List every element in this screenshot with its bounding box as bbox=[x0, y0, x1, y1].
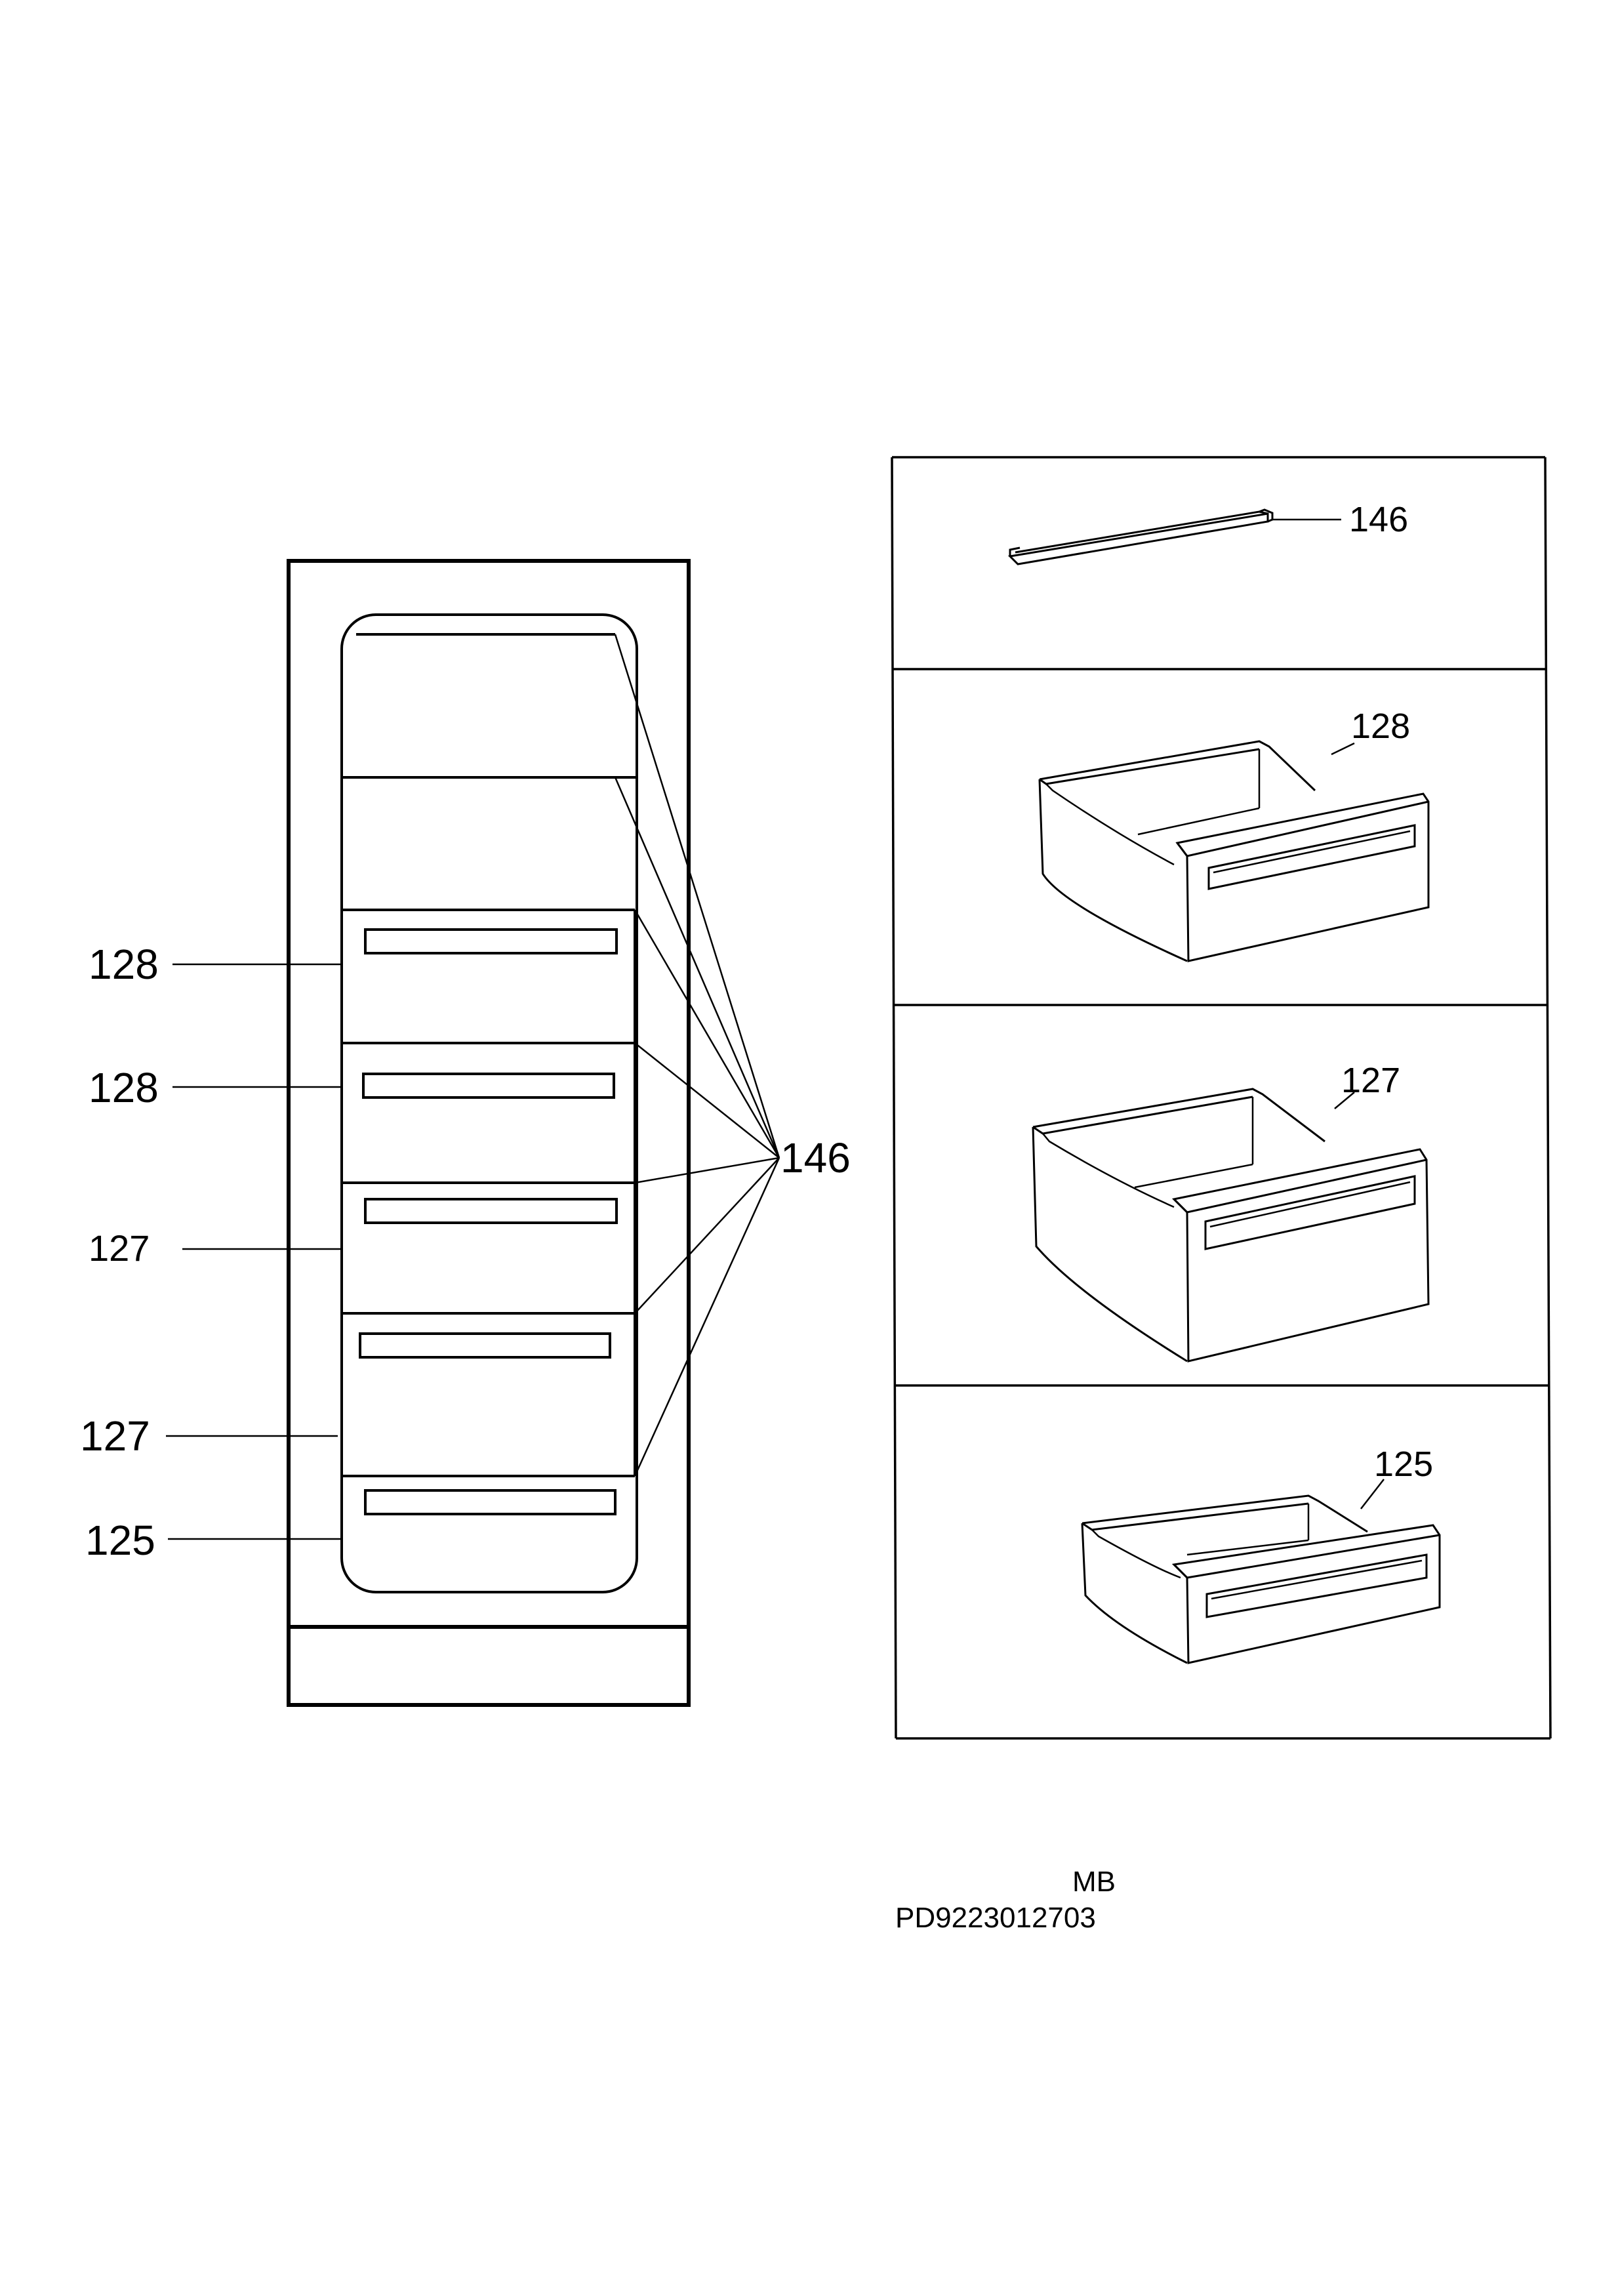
panel-label-128: 128 bbox=[1351, 707, 1410, 746]
panel-frame bbox=[891, 457, 897, 1739]
drawer-handle bbox=[362, 1073, 615, 1099]
drawer-handle bbox=[359, 1332, 611, 1359]
callout-146: 146 bbox=[780, 1134, 851, 1181]
inner-liner bbox=[340, 613, 638, 1593]
callout-127-upper: 127 bbox=[89, 1227, 150, 1269]
drawer-handle bbox=[364, 1198, 618, 1224]
panel-label-146: 146 bbox=[1349, 500, 1408, 539]
flap-part-146: 146 bbox=[1007, 500, 1408, 565]
panel-label-127: 127 bbox=[1341, 1061, 1400, 1100]
document-number: PD9223012703 bbox=[895, 1902, 1096, 1934]
callout-128-upper: 128 bbox=[89, 941, 159, 988]
leader-lines-left bbox=[166, 963, 342, 1540]
model-code: MB bbox=[1072, 1866, 1116, 1898]
panel-frame bbox=[1544, 457, 1552, 1739]
callout-128-lower: 128 bbox=[89, 1064, 159, 1111]
drawer-part-128: 128 bbox=[1038, 707, 1430, 962]
drawer-handle bbox=[364, 1489, 617, 1515]
callout-127-lower: 127 bbox=[80, 1412, 150, 1460]
leader-lines-146 bbox=[614, 634, 780, 1477]
callout-125: 125 bbox=[85, 1517, 155, 1564]
cabinet-outline bbox=[287, 559, 691, 1707]
panel-label-125: 125 bbox=[1374, 1445, 1433, 1484]
drawer-handle bbox=[364, 928, 618, 954]
drawer-part-127: 127 bbox=[1032, 1061, 1430, 1363]
parts-panels: 146 128 bbox=[891, 456, 1552, 1740]
freezer-front-view: 128 128 127 127 125 146 bbox=[80, 559, 851, 1707]
drawer-part-125: 125 bbox=[1081, 1445, 1441, 1664]
